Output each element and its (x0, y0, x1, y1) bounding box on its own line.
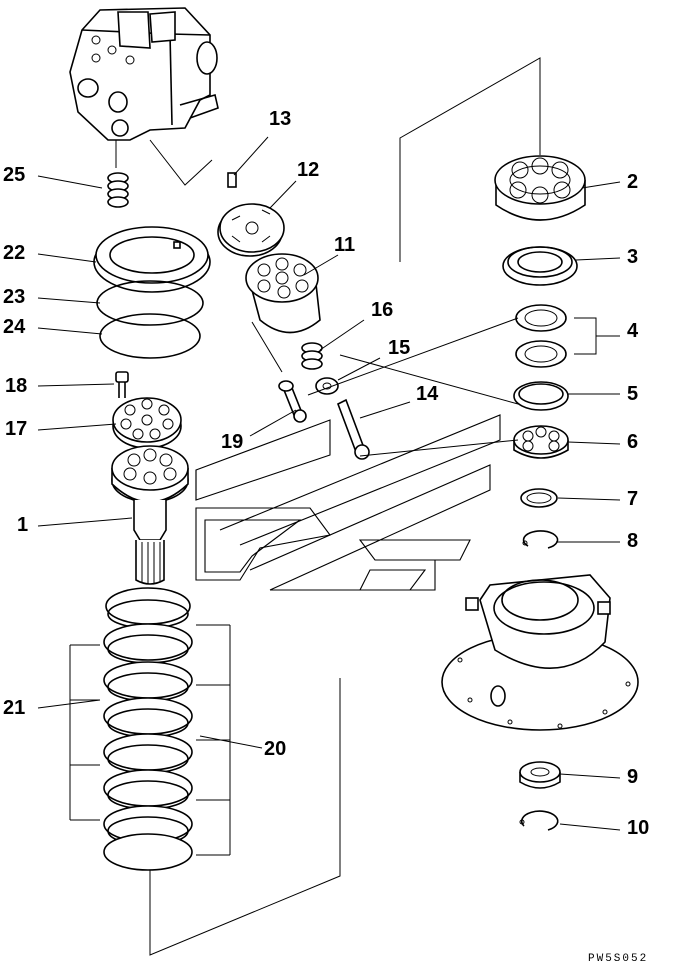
piston-part-19 (278, 380, 307, 423)
callout-17: 17 (5, 418, 28, 440)
callout-6: 6 (627, 431, 639, 453)
callout-8: 8 (627, 530, 639, 552)
callout-3: 3 (627, 246, 639, 268)
callout-5: 5 (627, 383, 639, 405)
spring-part-16 (301, 342, 323, 370)
spring-part-25 (107, 140, 129, 208)
leader-lines (37, 136, 621, 831)
ring-part-22 (93, 226, 211, 293)
callout-19: 19 (221, 431, 244, 453)
cylinder-block-part-11 (245, 253, 321, 334)
snap-ring-part-10 (519, 810, 559, 831)
callout-14: 14 (416, 383, 439, 405)
callout-18: 18 (5, 375, 28, 397)
plate-part-12 (217, 203, 285, 257)
nut-part-9 (519, 761, 561, 789)
bolt-part-18 (115, 371, 129, 398)
drawing-code: PW5S052 (588, 953, 649, 965)
callout-15: 15 (388, 337, 411, 359)
callout-9: 9 (627, 766, 639, 788)
pin-part-13 (227, 172, 237, 188)
ring-part-5 (513, 381, 569, 411)
callout-24: 24 (3, 316, 26, 338)
ring-part-7 (520, 488, 558, 508)
callout-25: 25 (3, 164, 26, 186)
watermark-logo (195, 414, 501, 591)
callout-22: 22 (3, 242, 26, 264)
callout-20: 20 (264, 738, 287, 760)
shaft-part-1 (111, 445, 189, 585)
piston-part-14 (336, 398, 370, 460)
bearing-part-6 (513, 425, 569, 459)
callout-21: 21 (3, 697, 26, 719)
callout-11: 11 (334, 234, 356, 256)
friction-plate-stack (69, 587, 231, 871)
valve-block-part (69, 7, 219, 141)
valve-plate-part-17 (112, 397, 182, 449)
bearing-part-2 (494, 155, 586, 221)
callout-4: 4 (627, 320, 639, 342)
callout-16: 16 (371, 299, 394, 321)
callout-23: 23 (3, 286, 26, 308)
callout-10: 10 (627, 817, 650, 839)
shim-part-4 (515, 304, 567, 368)
housing-part (441, 574, 639, 731)
seal-part-3 (502, 246, 578, 286)
callout-2: 2 (627, 171, 639, 193)
oring-part-24 (99, 313, 201, 359)
callout-12: 12 (297, 159, 320, 181)
callout-13: 13 (269, 108, 292, 130)
washer-part-15 (315, 377, 339, 395)
snap-ring-part-8 (522, 530, 559, 549)
callout-1: 1 (17, 514, 29, 536)
callout-7: 7 (627, 488, 639, 510)
